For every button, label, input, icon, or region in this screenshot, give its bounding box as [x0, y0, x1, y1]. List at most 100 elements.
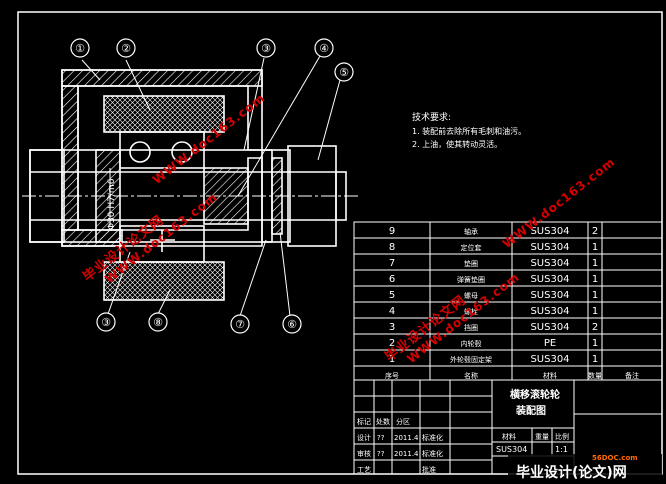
bom-cell-6-1: 挡圈: [464, 323, 478, 332]
bom-header-0: 序号: [385, 371, 399, 380]
leader-2: [125, 59, 151, 111]
bearing-housing-lower: [119, 225, 205, 263]
bom-cell-4-1: 螺母: [464, 291, 478, 300]
balloon-label-7: ⑧: [153, 316, 163, 329]
bom-cell-8-1: 外轮毂固定架: [450, 355, 492, 364]
balloon-circle-1: [70, 38, 90, 58]
bom-cell-4-2: SUS304: [530, 290, 569, 301]
bom-cell-1-3: 1: [592, 242, 598, 253]
bom-cell-8-2: SUS304: [530, 354, 569, 365]
leader-9: [107, 251, 131, 315]
frame-hatch-top: [61, 69, 263, 87]
bom-cell-6-2: SUS304: [530, 322, 569, 333]
balloon-circle-3: [256, 38, 276, 58]
bom-cell-7-0: 2: [389, 338, 395, 349]
roller-upper: [103, 95, 225, 133]
bom-cell-3-1: 弹簧垫圈: [457, 275, 485, 284]
bom-cell-7-1: 内轮毂: [461, 339, 482, 348]
balloon-circle-4: [314, 38, 334, 58]
bom-cell-8-0: 1: [389, 354, 395, 365]
tb-weight-label: 重量: [535, 433, 549, 441]
balloon-label-1: ①: [75, 42, 85, 55]
bom-cell-4-0: 5: [389, 290, 395, 301]
leader-8: [157, 289, 171, 315]
tb-cell-8: ??: [377, 450, 385, 458]
tb-cell-2: 分区: [396, 417, 410, 426]
balloon-circle-6: [96, 312, 116, 332]
bom-cell-4-3: 1: [592, 290, 598, 301]
bom-cell-3-0: 6: [389, 274, 395, 285]
bom-cell-6-3: 2: [592, 322, 598, 333]
tb-cell-1: 处数: [376, 417, 390, 426]
tech-title: 技术要求:: [412, 111, 451, 123]
balloon-label-6: ③: [101, 316, 111, 329]
tb-scale-label: 比例: [555, 432, 569, 441]
bom-cell-0-2: SUS304: [530, 226, 569, 237]
tb-scale: 1:1: [555, 445, 568, 454]
bom-cell-1-1: 定位套: [461, 243, 482, 252]
tb-material-label: 材料: [502, 432, 516, 441]
leader-1: [81, 59, 101, 81]
leader-3: [243, 57, 265, 151]
bom-cell-5-1: 螺栓: [464, 307, 478, 316]
bom-cell-5-3: 1: [592, 306, 598, 317]
title-line1: 横移滚轮轮: [510, 388, 560, 401]
balloon-circle-8: [230, 314, 250, 334]
tb-cell-11: 工艺: [357, 466, 371, 474]
bom-cell-1-0: 8: [389, 242, 395, 253]
balloon-label-2: ②: [121, 42, 131, 55]
tb-material: SUS304: [496, 445, 527, 454]
balloon-circle-9: [282, 314, 302, 334]
tb-cell-4: ??: [377, 434, 385, 442]
bom-cell-2-3: 1: [592, 258, 598, 269]
title-line2: 装配图: [515, 404, 546, 417]
bom-cell-2-1: 垫圈: [464, 259, 478, 268]
footer-brand: 毕业设计(论文)网: [516, 465, 627, 481]
footer-logo: 56DOC.com 毕业设计(论文)网: [508, 454, 662, 482]
bom-header-1: 名称: [464, 371, 478, 380]
tb-cell-10: 标准化: [422, 449, 443, 458]
bom-cell-6-0: 3: [389, 322, 395, 333]
bom-cell-7-2: PE: [544, 338, 556, 349]
bom-cell-5-0: 4: [389, 306, 395, 317]
tb-cell-3: 设计: [357, 433, 371, 442]
leader-lines: [81, 55, 341, 317]
balloon-circle-5: [334, 62, 354, 82]
bom-cell-2-0: 7: [389, 258, 395, 269]
tb-cell-0: 标记: [357, 417, 371, 426]
balloon-label-9: ⑥: [287, 318, 297, 331]
bearing-ball-1: [129, 141, 151, 163]
footer-domain: 56DOC.com: [592, 454, 638, 462]
bearing-ball-2: [171, 141, 193, 163]
tb-cell-9: 2011.4: [394, 450, 419, 458]
tech-item-2: 2. 上油，使其转动灵活。: [412, 139, 502, 149]
leader-7: [239, 239, 267, 317]
balloon-circle-7: [148, 312, 168, 332]
tb-cell-12: 批准: [422, 465, 436, 474]
tb-cell-7: 审核: [357, 449, 371, 458]
tb-cell-6: 标准化: [422, 433, 443, 442]
bom-header-4: 备注: [625, 371, 639, 380]
bom-cell-8-3: 1: [592, 354, 598, 365]
bom-header-2: 材料: [543, 371, 557, 380]
bom-cell-0-0: 9: [389, 226, 395, 237]
leader-5: [317, 79, 341, 161]
balloon-group: ① ② ③ ④⑤ ③ ⑧ ⑦ ⑥: [70, 38, 354, 334]
leader-6: [279, 231, 291, 317]
tb-cell-5: 2011.4: [394, 434, 419, 442]
dimension-label: Φ30 H7/m6: [107, 178, 117, 230]
bom-cell-5-2: SUS304: [530, 306, 569, 317]
balloon-label-8: ⑦: [235, 318, 245, 331]
balloon-label-4: ④: [319, 42, 329, 55]
balloon-label-5: ⑤: [339, 66, 349, 79]
leader-4: [237, 55, 321, 197]
bom-cell-3-3: 1: [592, 274, 598, 285]
bom-cell-2-2: SUS304: [530, 258, 569, 269]
balloon-circle-2: [116, 38, 136, 58]
bom-cell-1-2: SUS304: [530, 242, 569, 253]
bom-cell-0-3: 2: [592, 226, 598, 237]
balloon-label-3: ③: [261, 42, 271, 55]
